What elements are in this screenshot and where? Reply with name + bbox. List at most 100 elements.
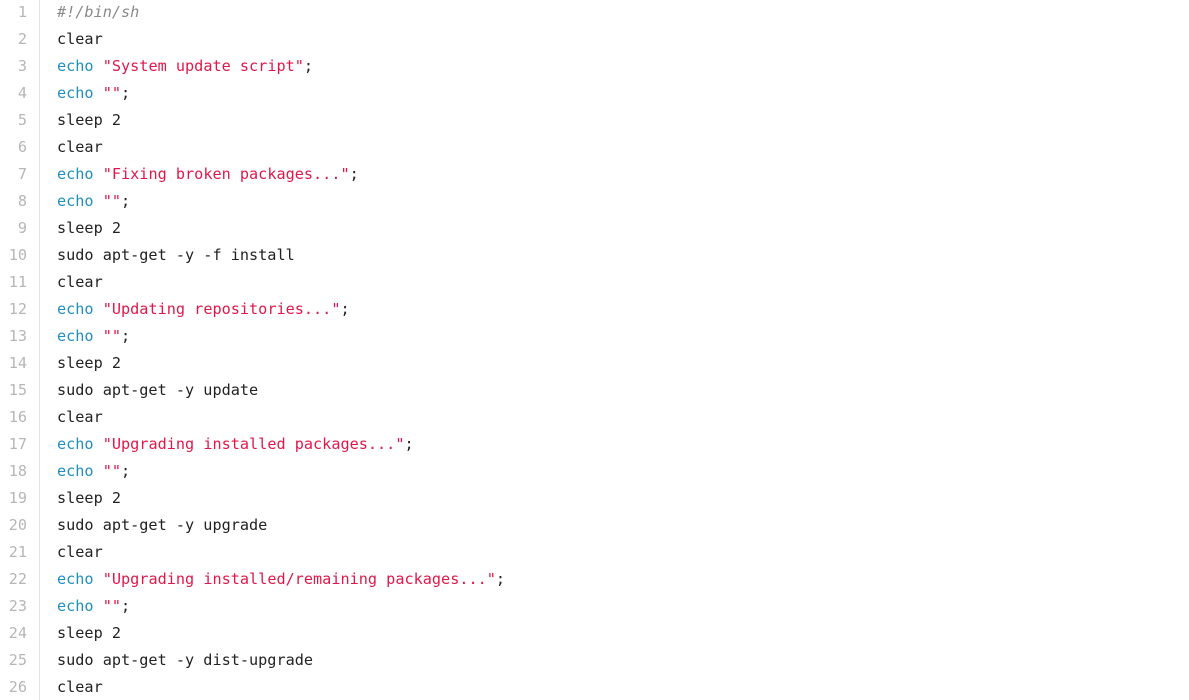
line-code: echo "Upgrading installed packages..."; (57, 431, 414, 458)
token-comment: #!/bin/sh (57, 3, 140, 21)
token-plain (94, 165, 103, 183)
line-code: #!/bin/sh (57, 0, 139, 26)
code-line: 1#!/bin/sh (0, 0, 1189, 26)
token-plain: ; (495, 570, 506, 588)
line-code: echo "Fixing broken packages..."; (57, 161, 359, 188)
line-number: 13 (8, 327, 27, 345)
code-line: 10 sudo apt-get -y -f install (0, 242, 1189, 269)
line-number: 2 (17, 30, 27, 48)
code-line: 21 clear (0, 539, 1189, 566)
line-code: sudo apt-get -y upgrade (57, 512, 267, 539)
line-code: sleep 2 (57, 485, 121, 512)
token-keyword: echo (57, 462, 94, 480)
token-keyword: echo (57, 597, 94, 615)
code-line: 15 sudo apt-get -y update (0, 377, 1189, 404)
token-plain: sudo apt-get -y upgrade (57, 516, 268, 534)
line-number: 16 (8, 408, 27, 426)
line-code: sudo apt-get -y dist-upgrade (57, 647, 313, 674)
line-number: 12 (8, 300, 27, 318)
token-plain: ; (349, 165, 359, 183)
token-keyword: echo (57, 57, 94, 75)
code-line: 14 sleep 2 (0, 350, 1189, 377)
token-plain (94, 462, 103, 480)
token-string: "" (102, 597, 122, 615)
line-number: 22 (8, 570, 27, 588)
code-line: 19 sleep 2 (0, 485, 1189, 512)
token-plain: sleep 2 (57, 111, 122, 129)
token-keyword: echo (57, 570, 94, 588)
token-string: "" (102, 192, 122, 210)
token-keyword: echo (57, 327, 94, 345)
token-plain: clear (57, 30, 103, 48)
code-line: 2 clear (0, 26, 1189, 53)
token-plain: ; (121, 597, 131, 615)
code-line: 7 echo "Fixing broken packages..."; (0, 161, 1189, 188)
token-plain: clear (57, 678, 103, 696)
token-plain: sudo apt-get -y update (57, 381, 259, 399)
token-plain: clear (57, 138, 103, 156)
line-number: 8 (17, 192, 27, 210)
token-plain: ; (121, 327, 131, 345)
token-plain: ; (121, 84, 131, 102)
token-plain (94, 192, 103, 210)
code-line: 25 sudo apt-get -y dist-upgrade (0, 647, 1189, 674)
line-code: sudo apt-get -y -f install (57, 242, 295, 269)
token-plain: sudo apt-get -y -f install (57, 246, 295, 264)
token-plain: ; (121, 192, 131, 210)
line-number: 5 (17, 111, 27, 129)
line-code: echo ""; (57, 80, 130, 107)
token-string: "Fixing broken packages..." (102, 165, 350, 183)
token-plain: ; (340, 300, 350, 318)
token-plain (94, 57, 103, 75)
line-number: 25 (8, 651, 27, 669)
line-number: 11 (8, 273, 27, 291)
token-plain (94, 84, 103, 102)
token-plain (94, 300, 103, 318)
line-number: 9 (17, 219, 27, 237)
line-code: echo ""; (57, 323, 130, 350)
line-code: echo ""; (57, 593, 130, 620)
line-code: clear (57, 26, 103, 53)
line-code: echo "System update script"; (57, 53, 313, 80)
token-plain (94, 327, 103, 345)
line-code: sleep 2 (57, 350, 121, 377)
token-plain: clear (57, 543, 103, 561)
token-plain (94, 435, 103, 453)
line-code: clear (57, 674, 103, 700)
line-code: clear (57, 404, 103, 431)
token-keyword: echo (57, 165, 94, 183)
line-number: 7 (17, 165, 27, 183)
token-plain: ; (303, 57, 314, 75)
line-number: 10 (8, 246, 27, 264)
token-string: "Upgrading installed packages..." (102, 435, 405, 453)
code-line: 5 sleep 2 (0, 107, 1189, 134)
line-number: 21 (8, 543, 27, 561)
line-number: 6 (17, 138, 27, 156)
line-number: 19 (8, 489, 27, 507)
line-number: 18 (8, 462, 27, 480)
line-number: 14 (8, 354, 27, 372)
token-keyword: echo (57, 300, 94, 318)
token-string: "System update script" (102, 57, 304, 75)
line-code: sleep 2 (57, 107, 121, 134)
line-code: echo ""; (57, 458, 130, 485)
code-line: 18 echo ""; (0, 458, 1189, 485)
line-number: 20 (8, 516, 27, 534)
code-line: 16 clear (0, 404, 1189, 431)
line-number: 15 (8, 381, 27, 399)
line-code: sleep 2 (57, 620, 121, 647)
line-code: clear (57, 134, 103, 161)
line-code: sudo apt-get -y update (57, 377, 258, 404)
token-plain: sudo apt-get -y dist-upgrade (57, 651, 314, 669)
